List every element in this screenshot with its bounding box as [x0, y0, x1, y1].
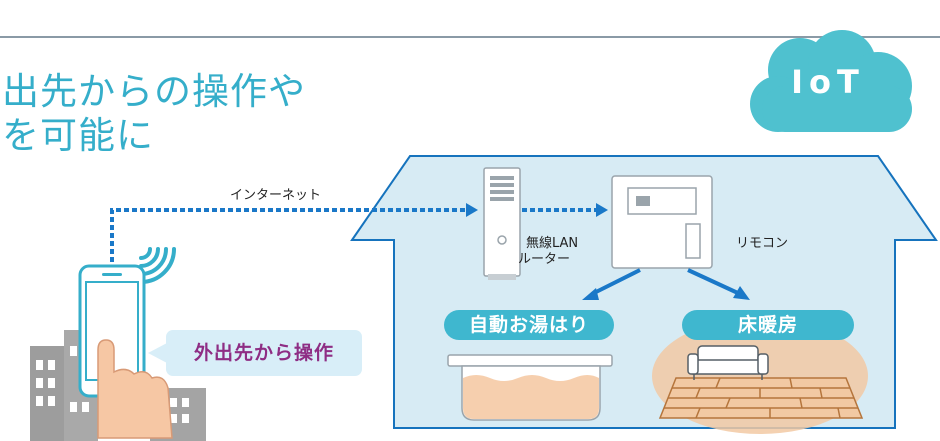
wireless-router-icon	[483, 167, 521, 280]
hand-icon	[97, 339, 173, 439]
remote-control-icon	[611, 175, 713, 269]
sofa-icon	[687, 345, 769, 380]
internet-arrow-head	[466, 203, 478, 217]
title-line-1: 出先からの操作や	[2, 70, 306, 113]
router-to-remote-arrow-head	[596, 203, 608, 217]
remote-operation-bubble: 外出先から操作	[166, 330, 362, 376]
cloud-icon	[750, 30, 912, 132]
internet-path	[110, 208, 470, 262]
floor-heating-label: 床暖房	[682, 310, 854, 340]
speech-bubble-tail	[148, 343, 167, 363]
router-label-line-2: ルーター	[518, 252, 571, 267]
wood-floor-icon	[658, 377, 864, 419]
bathtub-icon	[447, 354, 613, 421]
header-rule	[0, 36, 940, 38]
internet-label: インターネット	[230, 188, 322, 203]
control-arrows	[582, 268, 750, 300]
iot-badge: IoT	[791, 63, 865, 101]
bath-label: 自動お湯はり	[444, 310, 614, 340]
router-label-line-1: 無線LAN	[526, 236, 579, 251]
remote-label: リモコン	[736, 236, 789, 251]
title-line-2: を可能に	[2, 114, 154, 157]
wifi-signal-icon	[139, 247, 176, 284]
